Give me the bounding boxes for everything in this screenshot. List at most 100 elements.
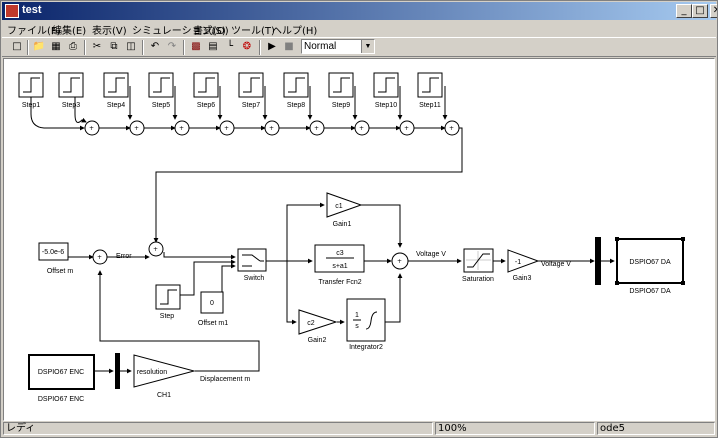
- step-label-step5: Step5: [152, 102, 170, 109]
- integrator-block[interactable]: [346, 298, 386, 342]
- sum-block[interactable]: [444, 120, 460, 136]
- menu-help[interactable]: ヘルプ(H): [272, 26, 318, 37]
- step-label-step10: Step10: [375, 102, 397, 109]
- menu-format[interactable]: 書式(O): [193, 26, 229, 37]
- step-waveform-icon: [243, 77, 260, 93]
- minimize-button[interactable]: _: [676, 4, 692, 18]
- step-waveform-icon: [378, 77, 395, 93]
- model-browser-icon[interactable]: ▤: [208, 41, 218, 52]
- save-icon[interactable]: ▦: [51, 41, 61, 52]
- integ-denominator: s: [355, 323, 359, 330]
- svg-text:+: +: [397, 258, 402, 265]
- simulation-mode-select[interactable]: Normal ▼: [301, 39, 375, 54]
- integ-numerator: 1: [355, 312, 359, 319]
- stop-simulation-icon[interactable]: ■: [284, 41, 294, 52]
- sum-block[interactable]: [264, 120, 280, 136]
- gain1-block[interactable]: [326, 192, 363, 218]
- menu-file[interactable]: ファイル(F): [7, 26, 61, 37]
- dspio67-enc-block[interactable]: [28, 354, 95, 390]
- chevron-down-icon[interactable]: ▼: [361, 40, 374, 53]
- error-label: Error: [116, 253, 132, 260]
- menu-edit[interactable]: 編集(E): [52, 26, 87, 37]
- sum-block[interactable]: [84, 120, 100, 136]
- svg-text:+: +: [269, 125, 274, 132]
- menu-simulation[interactable]: シミュレーション(S): [132, 26, 226, 37]
- toolbar: □ 📁 ▦ ⎙ ✂ ⧉ ◫ ↶ ↷ ▩ ▤ └ ❂ ▶ ■ Normal ▼: [2, 37, 716, 57]
- menu-bar: ファイル(F) 編集(E) 表示(V) シミュレーション(S) 書式(O) ツー…: [2, 20, 716, 37]
- step-label-step3: Step3: [62, 102, 80, 109]
- ch1-label: CH1: [157, 392, 171, 399]
- sum-block[interactable]: [219, 120, 235, 136]
- svg-text:+: +: [134, 125, 139, 132]
- status-ready: レディ: [3, 422, 433, 435]
- step-label-step7: Step7: [242, 102, 260, 109]
- error-sum-block[interactable]: [92, 249, 108, 265]
- tf-numerator: c3: [336, 250, 344, 257]
- step-waveform-icon: [333, 77, 350, 93]
- new-model-icon[interactable]: □: [12, 41, 22, 52]
- offset-m1-block[interactable]: [200, 291, 224, 314]
- maximize-button[interactable]: □: [692, 4, 708, 18]
- gain3-label: Gain3: [513, 275, 532, 282]
- mux-bar-enc[interactable]: [115, 353, 120, 389]
- output-sum-block[interactable]: [391, 252, 409, 270]
- sum-block[interactable]: [129, 120, 145, 136]
- step-label-step8: Step8: [287, 102, 305, 109]
- cut-icon[interactable]: ✂: [92, 41, 102, 52]
- redo-icon[interactable]: ↷: [167, 41, 177, 52]
- svg-text:+: +: [179, 125, 184, 132]
- svg-text:+: +: [404, 125, 409, 132]
- offset-m-block[interactable]: [38, 242, 69, 261]
- copy-icon[interactable]: ⧉: [110, 41, 118, 52]
- step-label-step11: Step11: [419, 102, 441, 109]
- step-label-step6: Step6: [197, 102, 215, 109]
- svg-text:+: +: [449, 125, 454, 132]
- svg-text:+: +: [314, 125, 319, 132]
- status-solver: ode5: [597, 422, 715, 435]
- setpoint-sum-block[interactable]: [148, 241, 164, 257]
- svg-text:+: +: [224, 125, 229, 132]
- voltage-v-label-2: Voltage V: [541, 261, 571, 268]
- sum-block[interactable]: [309, 120, 325, 136]
- gain1-label: Gain1: [333, 221, 352, 228]
- menu-tools[interactable]: ツール(T): [231, 26, 275, 37]
- paste-icon[interactable]: ◫: [126, 41, 136, 52]
- da-label: DSPIO67 DA: [629, 288, 671, 295]
- dspio67-da-block[interactable]: [616, 238, 684, 284]
- gain2-label: Gain2: [308, 337, 327, 344]
- gain3-block[interactable]: [507, 249, 540, 273]
- sum-block[interactable]: [399, 120, 415, 136]
- transfer-fcn-block[interactable]: [314, 244, 365, 273]
- displacement-label: Displacement m: [200, 376, 250, 383]
- menu-view[interactable]: 表示(V): [92, 26, 127, 37]
- ch1-gain-block[interactable]: [133, 354, 196, 388]
- close-button[interactable]: ✕: [710, 4, 717, 18]
- switch-label: Switch: [244, 275, 265, 282]
- tf-denominator: s+a1: [332, 263, 347, 270]
- step-waveform-icon: [422, 77, 439, 93]
- step-waveform-icon: [288, 77, 305, 93]
- step-label-step4: Step4: [107, 102, 125, 109]
- open-folder-icon[interactable]: 📁: [32, 41, 46, 52]
- library-browser-icon[interactable]: ▩: [191, 41, 201, 52]
- print-icon[interactable]: ⎙: [69, 41, 77, 52]
- sum-block[interactable]: [354, 120, 370, 136]
- offset-m-value: -5.0e-6: [42, 249, 64, 256]
- hierarchy-icon[interactable]: └: [226, 41, 234, 52]
- step-label: Step: [160, 313, 175, 320]
- step-block-step3[interactable]: [58, 72, 84, 98]
- voltage-v-label-1: Voltage V: [416, 251, 446, 258]
- svg-text:+: +: [153, 246, 158, 253]
- step-block-step8[interactable]: [283, 72, 309, 98]
- debug-icon[interactable]: ❂: [242, 41, 252, 52]
- sum-block[interactable]: [174, 120, 190, 136]
- switch-block[interactable]: [237, 248, 267, 272]
- offset-m1-value: 0: [210, 300, 214, 307]
- undo-icon[interactable]: ↶: [150, 41, 160, 52]
- gain2-block[interactable]: [298, 309, 338, 335]
- start-simulation-icon[interactable]: ▶: [268, 41, 276, 52]
- mux-bar-da[interactable]: [595, 237, 601, 285]
- integrator-label: Integrator2: [349, 344, 383, 351]
